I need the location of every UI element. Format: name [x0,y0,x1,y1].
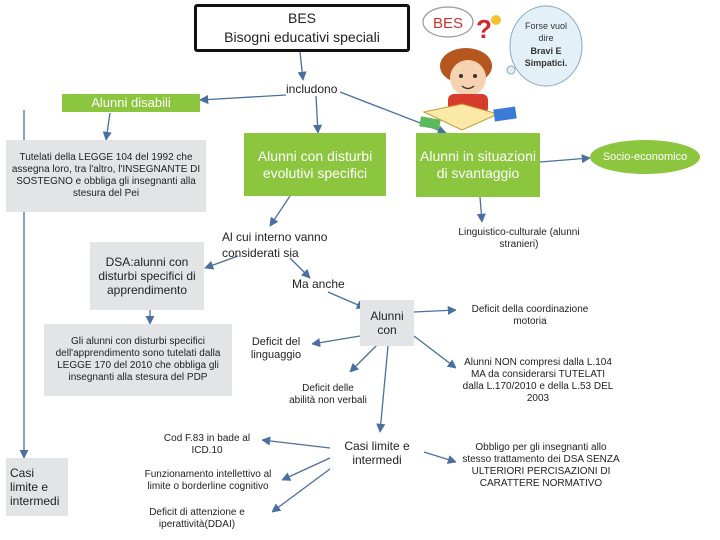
link-maanche-alunnicon [327,291,366,309]
illustration: BES ? Forse vuol dire Bravi E Simpatici. [418,4,590,134]
node-funzionamento: Funzionamento intellettivo al limite o b… [134,466,282,496]
link-alunnicon-abilita [349,343,379,373]
node-socio-economico: Socio-economico [590,140,700,174]
thought-line3: Bravi E [530,46,561,56]
bes-speech-bubble [422,6,474,38]
link-includono-dse [313,95,323,134]
connector-al-cui-interno: Al cui interno vanno considerati sia [222,230,328,260]
link-dse-alcui [269,195,291,227]
title-line1: BES [287,10,316,27]
book-green-icon [419,116,441,130]
thought-line2: dire [538,33,553,43]
connector-includono: includono [286,82,338,96]
connector-ma-anche: Ma anche [292,277,345,291]
link-casi-cod [261,436,331,449]
link-disabili-tutelati [102,112,112,141]
book-blue-icon [493,106,517,122]
node-obbligo: Obbligo per gli insegnanti allo stesso t… [456,428,626,504]
child-reading-illustration: BES ? Forse vuol dire Bravi E Simpatici. [419,5,583,131]
link-casi-obbligo [423,451,457,464]
node-deficit-coordinazione: Deficit della coordinazione motoria [456,294,604,338]
child-face-icon [450,60,486,96]
link-svantaggio-linguistico [476,196,486,223]
link-alunnicon-noncompresi [413,335,457,369]
link-includono-disabili [199,94,287,105]
link-svantaggio-socio [539,154,591,164]
link-bes-includono [297,51,307,81]
node-deficit-attenzione: Deficit di attenzione e iperattività(DDA… [122,504,272,534]
star-icon [491,15,501,25]
link-casi-attenzione [271,465,335,513]
node-alunni-non-compresi: Alunni NON compresi dalla L.104 MA da co… [456,352,620,410]
link-alunnicon-coordinazione [413,305,457,315]
title-line2: Bisogni educativi speciali [224,29,380,45]
node-dsa: DSA:alunni con disturbi specifici di app… [90,242,204,310]
node-legge170: Gli alunni con disturbi specifici dell'a… [44,324,232,396]
node-linguistico-culturale: Linguistico-culturale (alunni stranieri) [446,222,592,256]
node-tutelati-legge104: Tutelati della LEGGE 104 del 1992 che as… [6,140,206,212]
node-casi-limite-mid: Casi limite e intermedi [330,434,424,472]
node-cod-f83: Cod F.83 in bade al ICD.10 [152,430,262,460]
node-alunni-con: Alunni con [360,300,414,346]
thought-line4: Simpatici. [525,58,568,68]
link-casi-funzionamento [281,457,331,481]
thought-bubble [509,5,583,87]
page-title: BES Bisogni educativi speciali [194,4,410,52]
thought-line1: Forse vuol [525,21,567,31]
node-casi-limite-left: Casi limite e intermedi [6,458,68,516]
node-alunni-disabili: Alunni disabili [62,94,200,112]
node-alunni-dse: Alunni con disturbi evolutivi specifici [244,133,386,196]
node-deficit-linguaggio: Deficit del linguaggio [240,332,312,366]
node-deficit-abilita: Deficit delle abilità non verbali [284,372,372,418]
link-alunnicon-casi [376,345,389,433]
link-alunnicon-linguaggio [311,335,361,348]
question-mark-icon: ? [476,14,492,44]
bes-bubble-text: BES [433,15,463,32]
link-alcui-maanche [289,257,311,279]
node-alunni-svantaggio: Alunni in situazioni di svantaggio [416,133,540,197]
link-alcui-dsa [204,255,239,270]
